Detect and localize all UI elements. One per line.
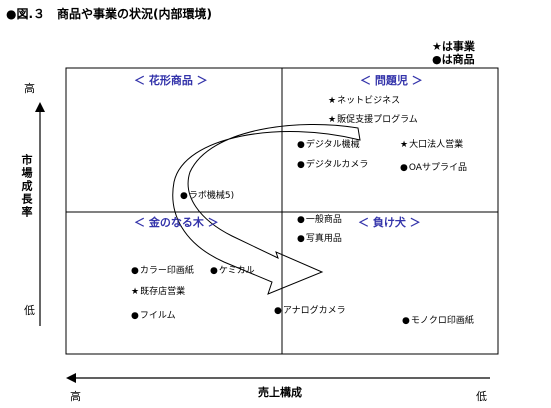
dot-marker: ● (131, 311, 139, 321)
item-label: 写真用品 (305, 234, 342, 244)
item-general-products: ●一般商品 (297, 212, 342, 225)
quadrant-problem-child-label: ＜ 問題児 ＞ (360, 74, 423, 87)
legend-product: ●は商品 (432, 53, 475, 66)
legend-business: ★は事業 (432, 40, 475, 53)
dot-marker: ● (274, 306, 282, 316)
item-label: デジタルカメラ (305, 160, 369, 170)
x-axis-arrowhead (66, 373, 76, 383)
item-net-business: ★ネットビジネス (328, 93, 400, 106)
dot-marker: ● (297, 215, 305, 225)
item-label: ラボ機械5) (188, 191, 235, 201)
x-axis-high-label: 高 (70, 390, 81, 403)
star-marker: ★ (328, 115, 337, 125)
item-chemical: ●ケミカル (210, 263, 255, 276)
y-axis-high-label: 高 (24, 82, 35, 95)
quadrant-dog-label: ＜ 負け犬 ＞ (358, 216, 421, 229)
dot-marker: ● (402, 316, 410, 326)
quadrant-cash-cow-label: ＜ 金のなる木 ＞ (134, 216, 219, 229)
item-label: ケミカル (218, 266, 255, 276)
item-lab-machine: ●ラボ機械5) (180, 188, 234, 201)
dot-marker: ● (210, 266, 218, 276)
item-label: モノクロ印画紙 (410, 316, 474, 326)
item-label: ネットビジネス (337, 96, 401, 106)
quadrant-star-label: ＜ 花形商品 ＞ (134, 74, 208, 87)
item-label: デジタル機械 (305, 140, 360, 150)
dot-marker: ● (297, 234, 305, 244)
y-axis-title: 市場成長率 (20, 154, 33, 219)
item-film: ●フイルム (131, 308, 176, 321)
star-marker: ★ (400, 140, 409, 150)
item-label: フイルム (139, 311, 176, 321)
item-label: カラー印画紙 (139, 266, 194, 276)
x-axis-title: 売上構成 (258, 386, 302, 399)
dot-marker: ● (180, 191, 188, 201)
item-color-photo-paper: ●カラー印画紙 (131, 263, 194, 276)
flow-arrow (172, 124, 361, 295)
item-label: 販促支援プログラム (337, 115, 418, 125)
dot-marker: ● (131, 266, 139, 276)
dot-marker: ● (297, 160, 305, 170)
item-label: 一般商品 (305, 215, 342, 225)
item-digital-camera: ●デジタルカメラ (297, 157, 368, 170)
item-existing-store-sales: ★既存店営業 (131, 284, 185, 297)
item-label: 既存店営業 (140, 287, 186, 297)
star-marker: ★ (328, 96, 337, 106)
item-monochrome-photo-paper: ●モノクロ印画紙 (402, 313, 474, 326)
item-sales-promotion-program: ★販促支援プログラム (328, 112, 418, 125)
diagram-title: ●図.３ 商品や事業の状況(内部環境) (6, 7, 212, 21)
item-large-corporate-sales: ★大口法人営業 (400, 137, 463, 150)
star-marker: ★ (131, 287, 140, 297)
item-photo-supplies: ●写真用品 (297, 231, 342, 244)
x-axis-low-label: 低 (476, 390, 487, 403)
y-axis-low-label: 低 (24, 304, 35, 317)
y-axis-arrowhead (35, 102, 45, 112)
dot-marker: ● (400, 163, 408, 173)
item-label: OAサプライ品 (408, 163, 467, 173)
item-analog-camera: ●アナログカメラ (274, 303, 346, 316)
dot-marker: ● (297, 140, 305, 150)
item-digital-machine: ●デジタル機械 (297, 137, 360, 150)
item-label: アナログカメラ (282, 306, 346, 316)
item-oa-supply: ●OAサプライ品 (400, 160, 467, 173)
item-label: 大口法人営業 (409, 140, 464, 150)
